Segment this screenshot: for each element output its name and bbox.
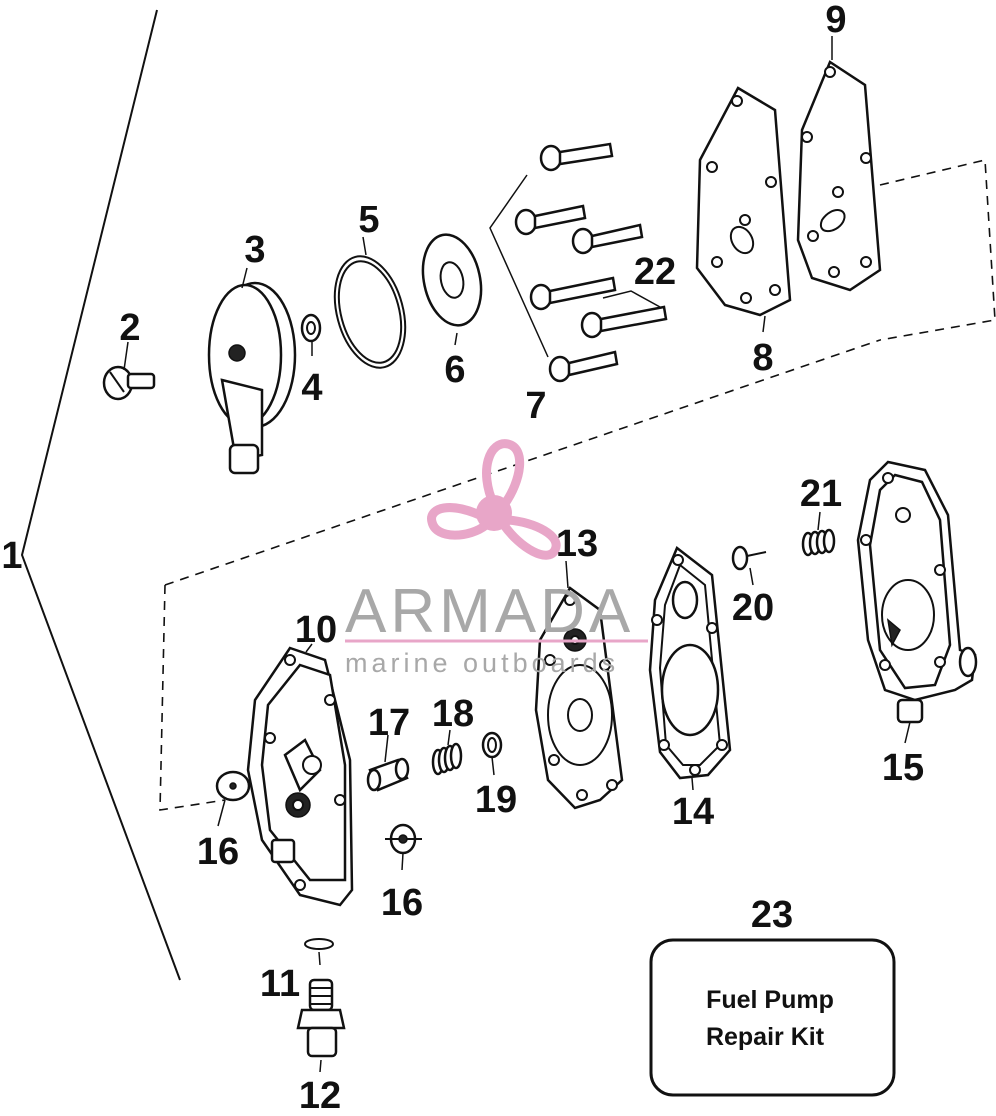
part-pump-base (856, 460, 978, 724)
callout-5: 5 (358, 199, 379, 241)
callout-3: 3 (244, 229, 265, 271)
callout-7: 7 (525, 385, 546, 427)
part-diaphragm-gasket (648, 546, 732, 780)
leader-lines (123, 36, 911, 1073)
callout-6: 6 (444, 349, 465, 391)
callout-labels: 1 2 3 4 5 6 7 8 9 10 11 12 13 14 15 16 1… (1, 0, 924, 1116)
part-valve-pin (731, 545, 767, 571)
propeller-blade-right (498, 515, 561, 560)
callout-10: 10 (295, 609, 337, 651)
assembly-dashed-outline (159, 159, 996, 811)
callout-20: 20 (732, 587, 774, 629)
propeller-logo-icon (427, 439, 561, 560)
watermark-tagline: marine outboards (345, 648, 619, 678)
callout-21: 21 (800, 473, 842, 515)
part-valve-plate (796, 60, 882, 292)
callout-18: 18 (432, 693, 474, 735)
callout-22: 22 (634, 251, 676, 293)
callout-9: 9 (825, 0, 846, 41)
part-diaphragm (534, 586, 624, 810)
part-gasket-plate (695, 86, 792, 317)
callout-4: 4 (301, 367, 322, 409)
propeller-blade-top (482, 439, 525, 510)
callout-17: 17 (368, 702, 410, 744)
callout-12: 12 (299, 1075, 341, 1111)
part-pump-cover (207, 281, 297, 475)
part-small-washer (300, 313, 322, 343)
callout-16b: 16 (381, 882, 423, 924)
part-retainer-ring (481, 731, 503, 759)
kit-label-line1: Fuel Pump (706, 986, 834, 1014)
part-screw (102, 365, 156, 401)
callout-13: 13 (556, 523, 598, 565)
callout-8: 8 (752, 337, 773, 379)
callout-23: 23 (751, 894, 793, 936)
watermark-brand: ARMADA (345, 577, 634, 646)
repair-kit-box: Fuel Pump Repair Kit (649, 938, 896, 1097)
callout-2: 2 (119, 307, 140, 349)
part-flat-washer (421, 233, 483, 327)
callout-19: 19 (475, 779, 517, 821)
part-small-spring (801, 528, 836, 557)
callout-1: 1 (1, 535, 22, 577)
kit-label-line2: Repair Kit (706, 1023, 825, 1051)
part-o-ring (333, 255, 407, 369)
callout-15: 15 (882, 747, 924, 789)
part-spring (431, 742, 463, 776)
watermark: ARMADA marine outboards (345, 439, 648, 678)
part-screw-set (489, 142, 668, 383)
part-sleeve (366, 757, 410, 792)
part-check-valve-right (385, 823, 422, 855)
assembly-bracket (20, 9, 181, 981)
part-pump-body (246, 646, 354, 907)
part-small-o-ring (304, 938, 334, 950)
part-fitting (296, 978, 346, 1058)
propeller-hub (476, 495, 512, 531)
callout-16a: 16 (197, 831, 239, 873)
callout-14: 14 (672, 791, 714, 833)
callout-11: 11 (260, 963, 300, 1005)
part-check-valve-left (215, 770, 251, 802)
propeller-blade-left (427, 503, 491, 540)
